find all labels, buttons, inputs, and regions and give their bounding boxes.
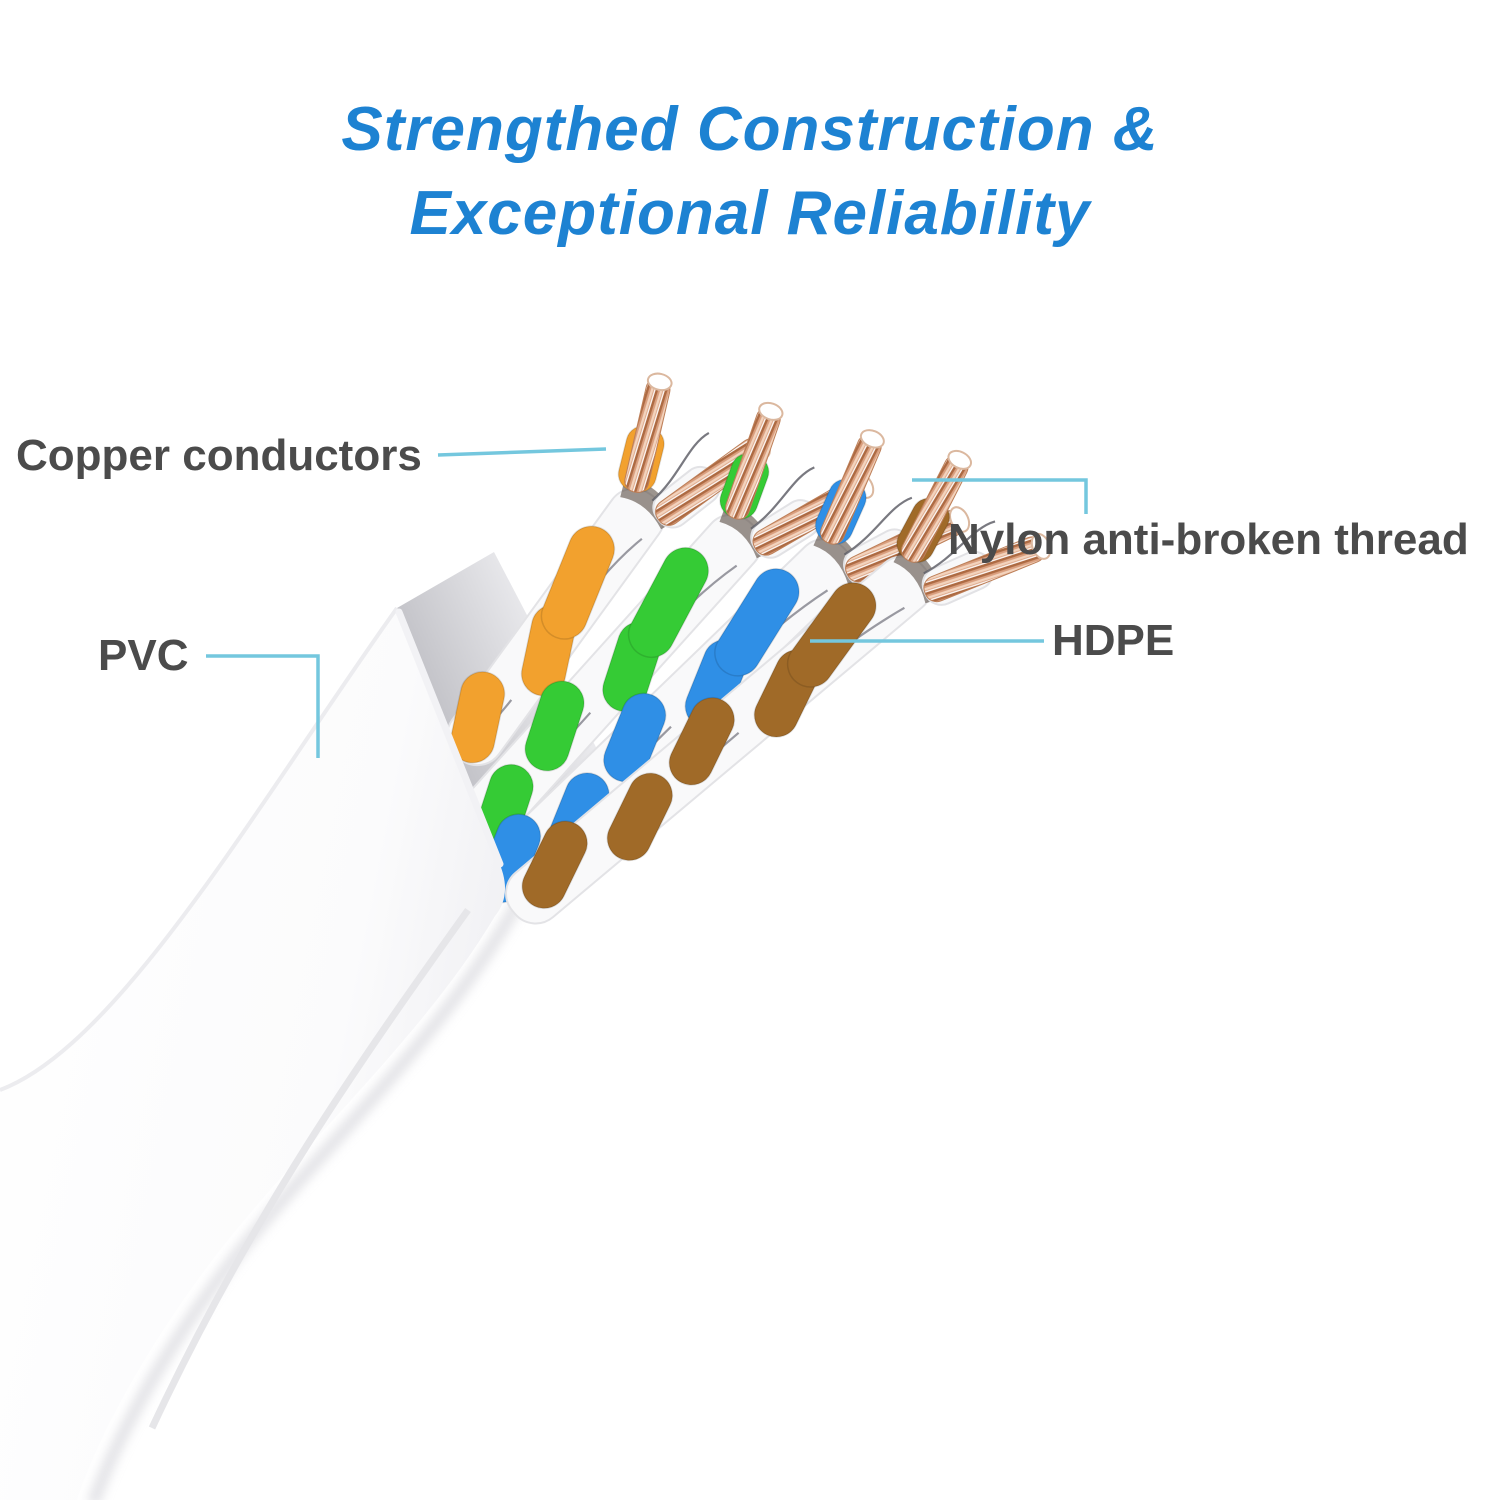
nylon-thread <box>923 520 996 575</box>
copper-strand-tuft <box>820 429 885 545</box>
nylon-callout-line <box>912 478 1088 514</box>
nylon-thread <box>843 496 913 556</box>
copper-strand-tuft <box>624 372 673 493</box>
label-copper-conductors: Copper conductors <box>16 431 422 480</box>
label-hdpe: HDPE <box>1052 616 1175 665</box>
nylon-thread <box>750 466 815 530</box>
copper-callout-line <box>437 447 607 457</box>
jacket-crease <box>148 907 471 1430</box>
twisted-pair-orange <box>446 372 771 767</box>
nylon-thread <box>651 432 710 502</box>
pvc-callout-line <box>206 654 320 758</box>
label-nylon-anti-broken-thread: Nylon anti-broken thread <box>948 515 1469 564</box>
headline-line-2: Exceptional Reliability <box>409 179 1091 248</box>
jacket-cut-edge <box>395 608 504 868</box>
twisted-pair-brown <box>505 449 1052 925</box>
copper-strand-tuft <box>901 449 973 563</box>
jacket-left-edge <box>0 606 399 1092</box>
headline-line-1: Strengthed Construction & <box>341 95 1159 164</box>
cable-jacket <box>0 608 506 1500</box>
copper-strand-tuft <box>725 401 784 520</box>
copper-strand-tuft <box>923 532 1052 603</box>
label-pvc: PVC <box>98 631 189 680</box>
headline: Strengthed Construction & Exceptional Re… <box>0 88 1500 256</box>
